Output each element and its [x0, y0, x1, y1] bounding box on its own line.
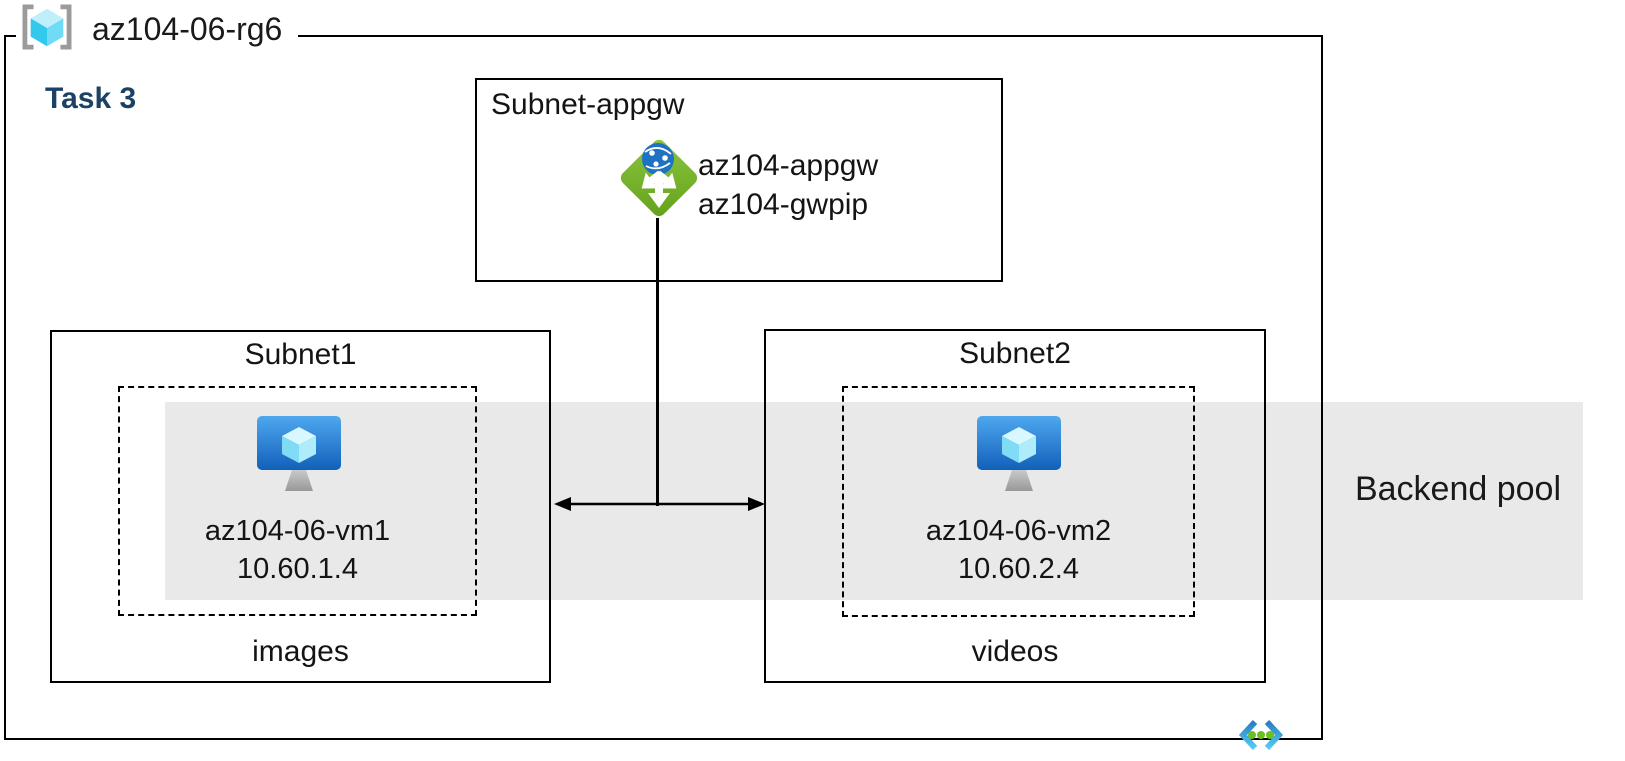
task-label: Task 3: [45, 82, 137, 115]
application-gateway-icon: [614, 133, 704, 223]
vm1-labels: az104-06-vm1 10.60.1.4: [118, 512, 477, 588]
appgw-labels: az104-appgw az104-gwpip: [698, 146, 878, 224]
double-headed-arrow: [554, 497, 765, 511]
subnet2-caption: videos: [971, 635, 1059, 668]
resource-group-box: [4, 35, 1323, 740]
appgw-name: az104-appgw: [698, 149, 879, 182]
vm1-name: az104-06-vm1: [204, 515, 391, 547]
virtual-machine-icon: [977, 416, 1061, 494]
resource-group-name: az104-06-rg6: [92, 10, 283, 47]
subnet1-title: Subnet1: [244, 338, 357, 371]
subnet1-vm-group: [118, 386, 477, 616]
appgw-pip-name: az104-gwpip: [698, 188, 869, 221]
vm2-ip: 10.60.2.4: [958, 553, 1079, 585]
subnet2-box: Subnet2 videos: [764, 329, 1266, 683]
subnet-appgw-title: Subnet-appgw: [491, 88, 685, 121]
vm2-name: az104-06-vm2: [925, 515, 1112, 547]
backend-pool-label: Backend pool: [1354, 470, 1562, 508]
subnet2-vm-group: [842, 386, 1195, 617]
subnet1-caption: images: [252, 635, 349, 668]
backend-pool-band: [165, 402, 1583, 600]
subnet1-box: Subnet1 images: [50, 330, 551, 683]
resource-group-icon: [18, 3, 76, 56]
subnet2-title: Subnet2: [959, 337, 1071, 370]
virtual-network-icon: [1234, 716, 1288, 756]
gateway-connector-line: [656, 218, 659, 506]
virtual-machine-icon: [257, 416, 341, 494]
resource-group-label: az104-06-rg6: [16, 3, 299, 56]
subnet-appgw-box: Subnet-appgw: [475, 78, 1003, 282]
vm2-labels: az104-06-vm2 10.60.2.4: [842, 512, 1195, 588]
vm1-ip: 10.60.1.4: [237, 553, 358, 585]
